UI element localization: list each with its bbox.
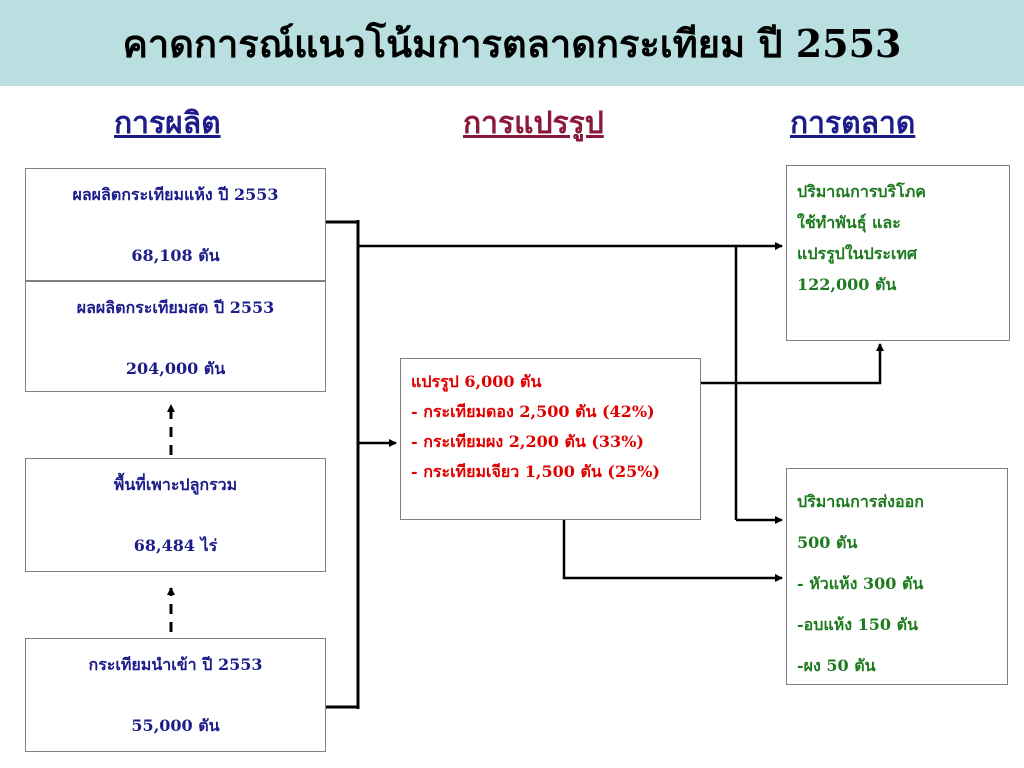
production-bracket xyxy=(326,220,360,709)
processing-to-consumption xyxy=(701,343,884,385)
dry-production-label: ผลผลิตกระเทียมแห้ง ปี 2553 xyxy=(72,185,279,204)
processing-item-fried: - กระเทียมเจียว 1,500 ตัน (25%) xyxy=(411,462,660,481)
marketing-heading: การตลาด xyxy=(790,106,916,141)
fresh-production-label: ผลผลิตกระเทียมสด ปี 2553 xyxy=(76,298,275,317)
export-item-dehydrated: -อบแห้ง 150 ตัน xyxy=(797,615,918,634)
processing-item-pickled: - กระเทียมดอง 2,500 ตัน (42%) xyxy=(411,402,655,421)
processing-item-powder: - กระเทียมผง 2,200 ตัน (33%) xyxy=(411,432,644,451)
export-item-dry-bulb: - หัวแห้ง 300 ตัน xyxy=(797,574,924,593)
fresh-production-box: ผลผลิตกระเทียมสด ปี 2553 204,000 ตัน xyxy=(25,281,326,392)
processing-total: แปรรูป 6,000 ตัน xyxy=(411,372,542,391)
processing-box: แปรรูป 6,000 ตัน - กระเทียมดอง 2,500 ตัน… xyxy=(400,358,701,520)
dry-production-box: ผลผลิตกระเทียมแห้ง ปี 2553 68,108 ตัน xyxy=(25,168,326,281)
fresh-production-value: 204,000 ตัน xyxy=(125,359,226,378)
consumption-box: ปริมาณการบริโภค ใช้ทำพันธุ์ และ แปรรูปใน… xyxy=(786,165,1010,341)
consumption-line-2: ใช้ทำพันธุ์ และ xyxy=(797,213,901,232)
consumption-line-1: ปริมาณการบริโภค xyxy=(797,182,926,201)
export-item-powder: -ผง 50 ตัน xyxy=(797,656,876,675)
import-label: กระเทียมนำเข้า ปี 2553 xyxy=(88,655,263,674)
export-total: 500 ตัน xyxy=(797,533,858,552)
title-bar: คาดการณ์แนวโน้มการตลาดกระเทียม ปี 2553 xyxy=(0,0,1024,86)
consumption-line-3: แปรรูปในประเทศ xyxy=(797,244,918,263)
export-heading: ปริมาณการส่งออก xyxy=(797,492,924,511)
export-box: ปริมาณการส่งออก 500 ตัน - หัวแห้ง 300 ตั… xyxy=(786,468,1008,685)
dry-production-value: 68,108 ตัน xyxy=(131,246,220,265)
import-box: กระเทียมนำเข้า ปี 2553 55,000 ตัน xyxy=(25,638,326,752)
processing-heading: การแปรรูป xyxy=(463,106,604,141)
import-value: 55,000 ตัน xyxy=(131,716,220,735)
production-heading: การผลิต xyxy=(114,106,221,141)
planted-area-box: พื้นที่เพาะปลูกรวม 68,484 ไร่ xyxy=(25,458,326,572)
processing-to-export xyxy=(562,520,783,582)
consumption-total: 122,000 ตัน xyxy=(797,275,897,294)
page-title: คาดการณ์แนวโน้มการตลาดกระเทียม ปี 2553 xyxy=(122,20,902,66)
planted-area-value: 68,484 ไร่ xyxy=(133,536,218,555)
planted-area-label: พื้นที่เพาะปลูกรวม xyxy=(113,475,238,494)
